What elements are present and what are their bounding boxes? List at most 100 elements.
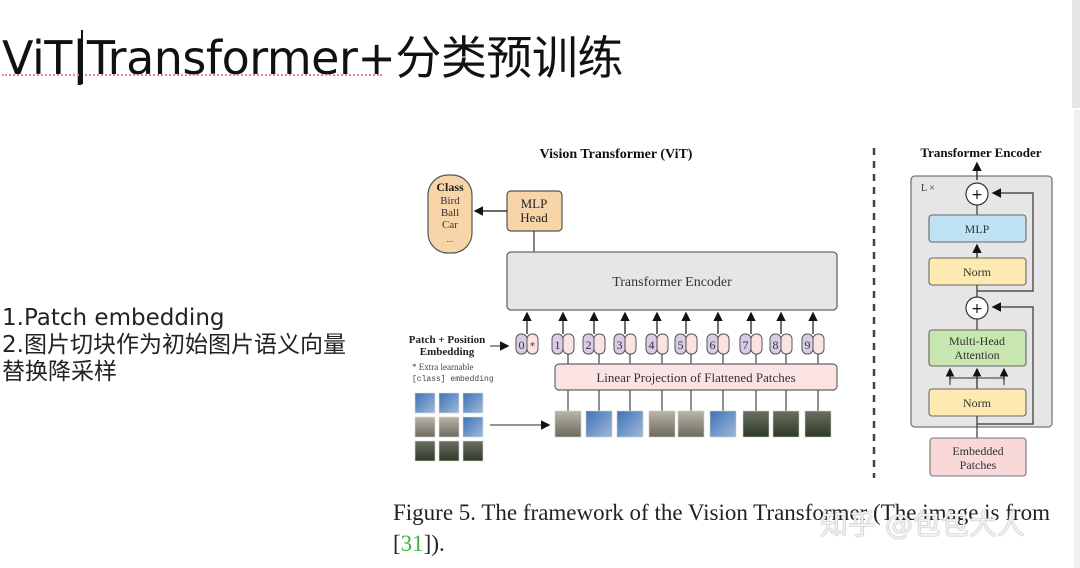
add-symbol: + xyxy=(971,187,983,203)
patch-image xyxy=(772,410,800,438)
grid-patch xyxy=(438,440,460,462)
norm-block-label: Norm xyxy=(963,396,992,410)
position-index: 3 xyxy=(617,338,623,352)
class-token-mark: * xyxy=(530,341,535,352)
patch-embedding xyxy=(562,333,575,355)
embedded-patches-label: Patches xyxy=(960,458,997,472)
class-output-box xyxy=(427,174,473,254)
class-item: ... xyxy=(447,234,454,244)
patch-embedding xyxy=(780,333,793,355)
position-index: 1 xyxy=(555,338,561,352)
mlp-block-label: MLP xyxy=(965,222,990,236)
patch-embedding xyxy=(685,333,698,355)
scrollbar-track[interactable] xyxy=(1072,0,1080,108)
position-index: 4 xyxy=(649,338,655,352)
vit-title: Vision Transformer (ViT) xyxy=(540,147,693,162)
mlp-block xyxy=(928,214,1027,243)
token-pair: 0* xyxy=(515,311,539,355)
image-patch-grid xyxy=(414,392,484,462)
class-item: Car xyxy=(442,219,458,231)
token-pair: 9 xyxy=(801,311,825,411)
patch-position-label: Embedding xyxy=(420,346,475,358)
class-title: Class xyxy=(436,180,464,194)
text-cursor xyxy=(81,30,83,84)
attention-block xyxy=(928,329,1027,367)
encoder-detail-title: Transformer Encoder xyxy=(920,145,1041,160)
grid-patch xyxy=(414,440,436,462)
grid-patch xyxy=(462,440,484,462)
patch-image xyxy=(554,410,582,438)
residual-connection xyxy=(977,302,1034,425)
repeat-label: L × xyxy=(921,183,935,194)
linear-projection-label: Linear Projection of Flattened Patches xyxy=(596,370,795,385)
caption-text: Figure 5. The framework of the Vision Tr… xyxy=(393,500,1050,556)
slide-title[interactable]: ViT|Transformer+分类预训练 xyxy=(2,31,623,85)
token-pair: 1 xyxy=(551,311,575,411)
caption-reference-link[interactable]: 31 xyxy=(400,531,424,556)
mlp-head-label: Head xyxy=(520,210,548,225)
patch-image xyxy=(648,410,676,438)
class-item: Ball xyxy=(441,207,459,219)
watermark: 知乎 @包包大人 xyxy=(820,508,1025,541)
caption-text-end: ]). xyxy=(423,531,445,556)
grid-patch xyxy=(414,416,436,438)
patch-embedding xyxy=(656,333,669,355)
linear-projection-box xyxy=(554,363,838,391)
grid-patch xyxy=(462,392,484,414)
position-index: 9 xyxy=(805,338,811,352)
attention-block-label: Attention xyxy=(954,348,999,362)
grid-patch xyxy=(438,416,460,438)
grid-patch xyxy=(414,392,436,414)
position-index: 8 xyxy=(773,338,779,352)
patch-image xyxy=(804,410,832,438)
patch-image xyxy=(585,410,613,438)
scrollbar-track-lower[interactable] xyxy=(1074,110,1080,568)
grid-patch xyxy=(438,392,460,414)
position-index: 7 xyxy=(743,338,749,352)
extra-note: [class] embedding xyxy=(412,375,494,384)
position-index: 0 xyxy=(519,338,525,352)
position-index: 2 xyxy=(586,338,592,352)
bullet-item: 1.Patch embedding xyxy=(2,305,225,331)
patch-image xyxy=(616,410,644,438)
patch-image xyxy=(677,410,705,438)
token-pair: 3 xyxy=(613,311,637,411)
figure-caption: Figure 5. The framework of the Vision Tr… xyxy=(393,497,1080,559)
mlp-head-label: MLP xyxy=(521,196,548,211)
attention-block-label: Multi-Head xyxy=(949,334,1005,348)
bullet-item: 替换降采样 xyxy=(2,359,117,385)
patch-embedding xyxy=(624,333,637,355)
bullet-list[interactable]: 1.Patch embedding 2.图片切块作为初始图片语义向量 替换降采样 xyxy=(2,305,346,386)
bullet-item: 2.图片切块作为初始图片语义向量 xyxy=(2,332,346,358)
token-pair: 5 xyxy=(674,311,698,411)
flattened-patches xyxy=(554,410,832,438)
patch-position-label: Patch + Position xyxy=(409,334,486,346)
position-index: 6 xyxy=(710,338,716,352)
token-pair: 4 xyxy=(645,311,669,411)
patch-embedding xyxy=(750,333,763,355)
patch-embedding xyxy=(812,333,825,355)
position-index: 5 xyxy=(678,338,684,352)
patch-embedding xyxy=(526,333,539,355)
patch-image xyxy=(709,410,737,438)
token-pair: 6 xyxy=(706,311,730,411)
patch-embedding xyxy=(717,333,730,355)
token-pair: 2 xyxy=(582,311,606,411)
grid-patch xyxy=(462,416,484,438)
transformer-encoder-label: Transformer Encoder xyxy=(612,275,732,290)
transformer-encoder-box xyxy=(506,251,838,311)
embedded-patches-box xyxy=(929,437,1027,477)
patch-embedding xyxy=(593,333,606,355)
spellcheck-underline xyxy=(2,72,382,76)
norm-block-label: Norm xyxy=(963,265,992,279)
patch-image xyxy=(742,410,770,438)
embedded-patches-label: Embedded xyxy=(952,444,1003,458)
class-item: Bird xyxy=(440,195,460,207)
residual-connection xyxy=(977,188,1034,292)
token-pair: 7 xyxy=(739,311,763,411)
token-pair: 8 xyxy=(769,311,793,411)
extra-note: * Extra learnable xyxy=(412,362,473,372)
add-symbol: + xyxy=(971,301,983,317)
